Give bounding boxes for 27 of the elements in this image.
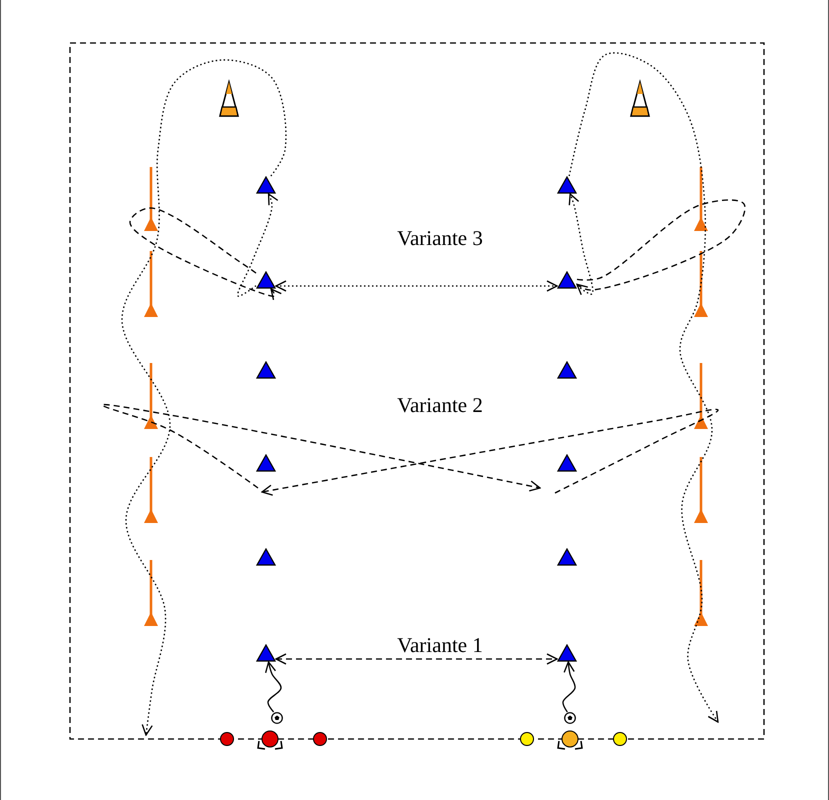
marker-cone bbox=[557, 176, 577, 194]
running-path-arrow bbox=[275, 653, 558, 665]
variant-label: Variante 2 bbox=[397, 392, 483, 418]
marker-cone bbox=[256, 454, 276, 472]
running-path-arrow bbox=[237, 193, 278, 297]
variant-label: Variante 1 bbox=[397, 632, 483, 658]
marker-cone bbox=[256, 176, 276, 194]
marker-cone bbox=[557, 548, 577, 566]
running-path-arrow bbox=[129, 207, 282, 301]
marker-cone bbox=[557, 361, 577, 379]
ball-icon bbox=[271, 712, 283, 724]
running-path-arrow bbox=[576, 199, 746, 296]
running-path-arrow bbox=[568, 193, 594, 295]
dribble-arrow bbox=[265, 661, 282, 712]
running-path-arrow bbox=[568, 52, 719, 723]
dribble-arrow bbox=[562, 661, 576, 712]
marker-cone bbox=[256, 361, 276, 379]
marker-cone bbox=[256, 271, 276, 289]
running-path-arrow bbox=[275, 280, 558, 292]
ball-icon bbox=[564, 712, 576, 724]
marker-cone bbox=[256, 644, 276, 662]
variant-label: Variante 3 bbox=[397, 226, 483, 250]
marker-cone bbox=[557, 271, 577, 289]
marker-cone bbox=[557, 644, 577, 662]
marker-cone bbox=[557, 454, 577, 472]
running-path-arrow bbox=[121, 59, 287, 736]
marker-cone bbox=[256, 548, 276, 566]
